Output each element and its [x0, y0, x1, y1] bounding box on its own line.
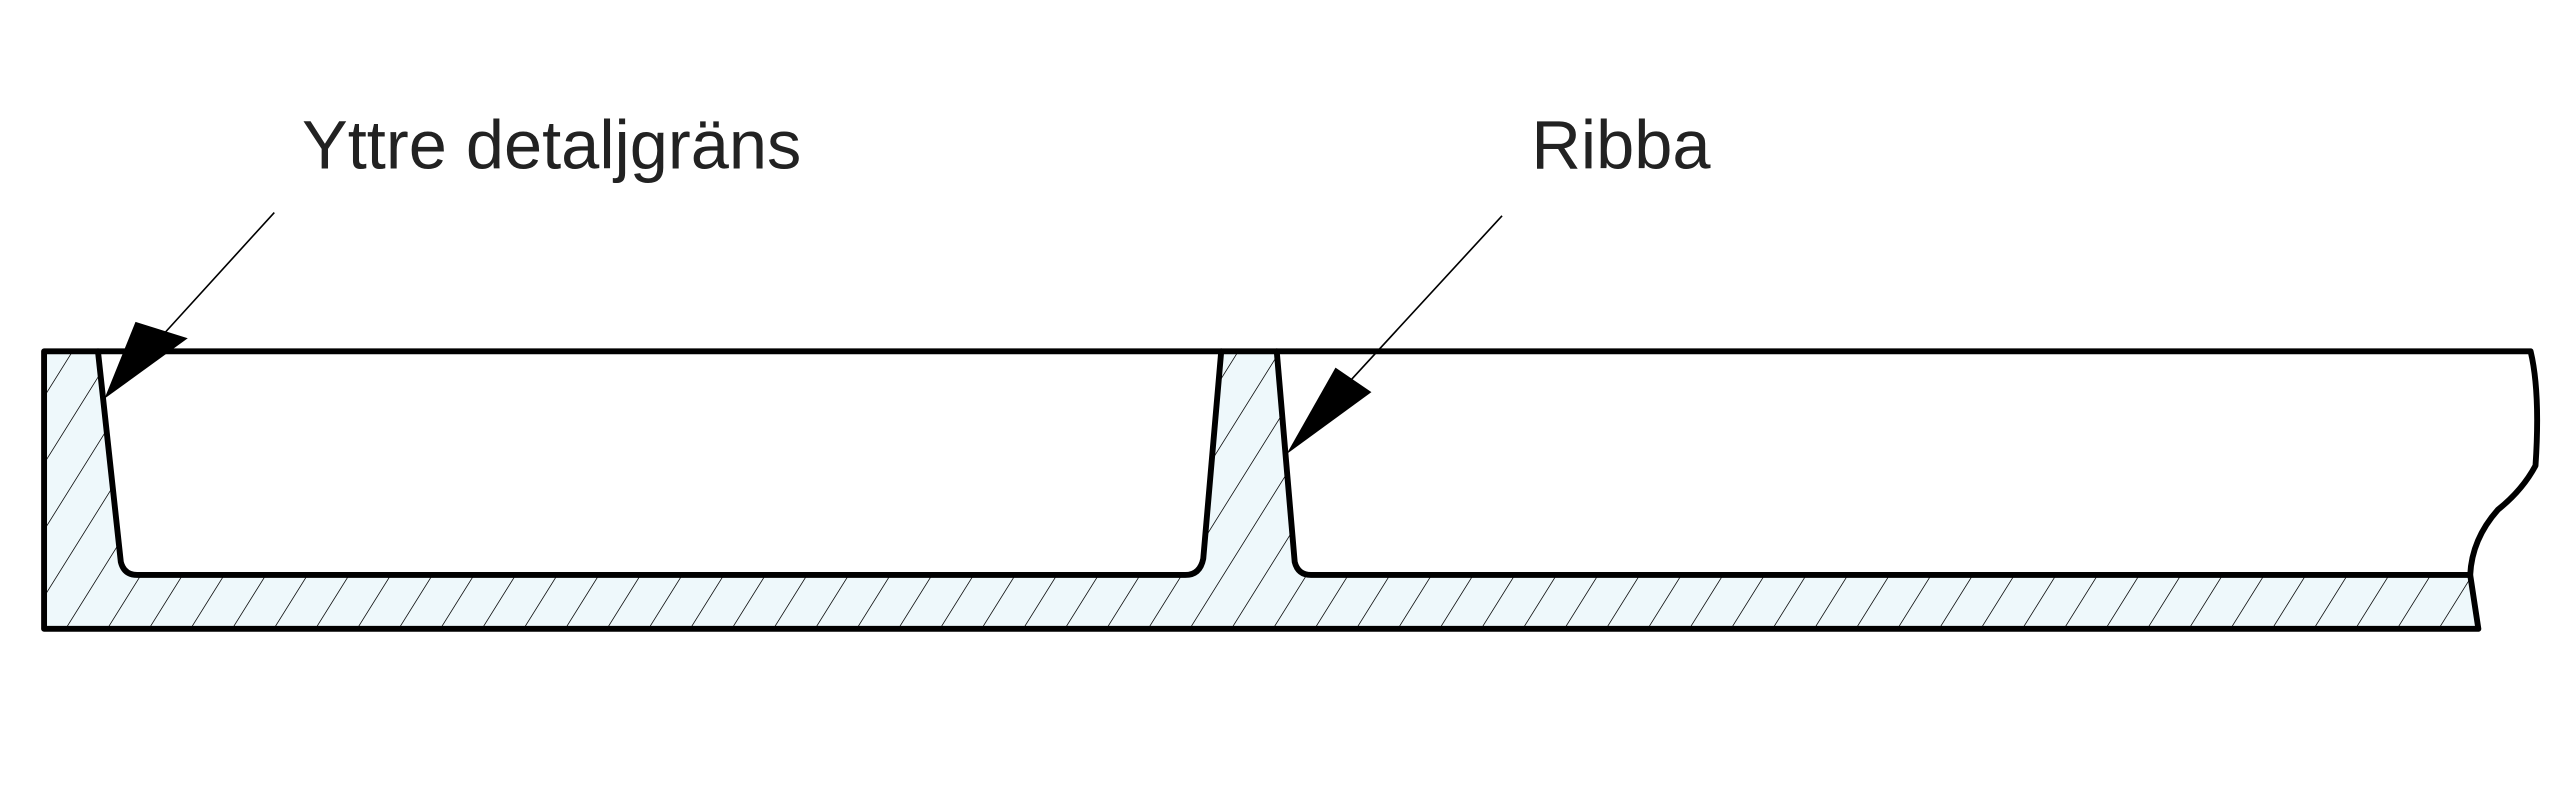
- right-pocket-outline: [1273, 348, 2474, 578]
- left-pocket-outline: [95, 348, 1225, 578]
- arrowhead-icon: [1286, 367, 1372, 455]
- outer-outline: [41, 348, 2541, 632]
- section-hatch: [44, 351, 2477, 629]
- rib-leader: [1286, 215, 1503, 455]
- arrowhead-icon: [104, 321, 188, 399]
- outer-boundary-label: Yttre detaljgräns: [302, 106, 801, 183]
- outer-boundary-leader: [104, 211, 275, 399]
- rib-label: Ribba: [1531, 106, 1711, 183]
